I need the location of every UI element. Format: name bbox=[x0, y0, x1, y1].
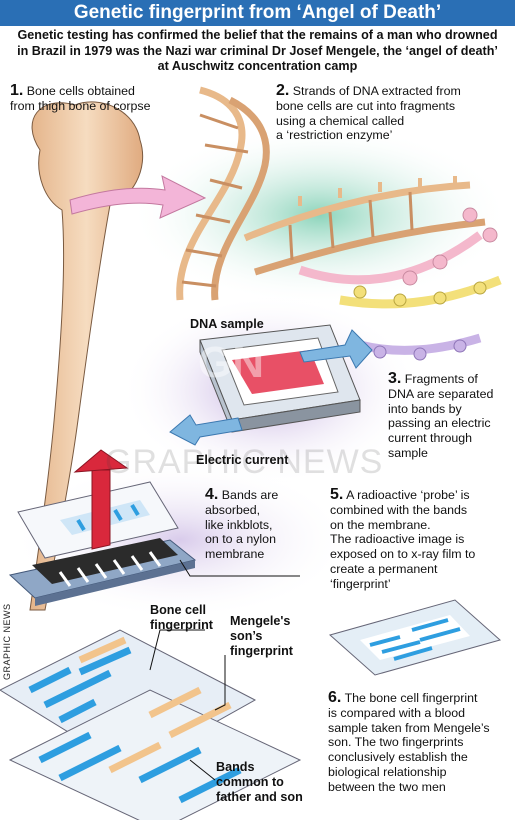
step-6-line-5: conclusively establish the bbox=[328, 750, 468, 765]
bands-label-line-1: Bands bbox=[216, 760, 255, 774]
step-3-line-2: DNA are separated bbox=[388, 386, 494, 401]
dna-fragments bbox=[298, 207, 502, 361]
step-6-number: 6. bbox=[328, 689, 342, 706]
step-3-line-1: Fragments of bbox=[404, 372, 478, 386]
step-5-line-1: A radioactive ‘probe’ is bbox=[346, 488, 470, 502]
step-2-line-1: Strands of DNA extracted from bbox=[292, 84, 461, 98]
step-4-line-3: like inkblots, bbox=[205, 517, 273, 532]
step-3-number: 3. bbox=[388, 370, 402, 387]
step-6-line-7: between the two men bbox=[328, 779, 446, 794]
extraction-arrow bbox=[69, 175, 207, 219]
bone-cell-fingerprint-label: Bone cell fingerprint bbox=[150, 603, 213, 633]
step-4-line-4: on to a nylon bbox=[205, 532, 276, 547]
credit: GRAPHIC NEWS bbox=[2, 603, 12, 680]
step-2-number: 2. bbox=[276, 82, 290, 99]
fingerprint-comparison bbox=[0, 629, 302, 820]
bands-label-line-2: common to bbox=[216, 775, 284, 789]
step-6-line-6: biological relationship bbox=[328, 764, 447, 779]
watermark-logo: GN bbox=[198, 338, 264, 387]
step-2-line-3: using a chemical called bbox=[276, 113, 405, 128]
gel-electrophoresis-box bbox=[169, 324, 373, 446]
bone-cell-label-line-2: fingerprint bbox=[150, 618, 213, 632]
step-5-line-7: ‘fingerprint’ bbox=[330, 576, 391, 591]
dna-helix bbox=[176, 86, 486, 301]
step-2-line-4: a ‘restriction enzyme’ bbox=[276, 128, 393, 143]
son-fingerprint-label: Mengele's son’s fingerprint bbox=[230, 614, 293, 659]
step-4: 4. Bands are absorbed, like inkblots, on… bbox=[205, 486, 320, 562]
bands-label-line-3: father and son bbox=[216, 790, 303, 804]
step-2: 2. Strands of DNA extracted from bone ce… bbox=[276, 82, 511, 143]
dna-glow bbox=[130, 125, 510, 305]
step-5-number: 5. bbox=[330, 486, 344, 503]
step-1-line-2: from thigh bone of corpse bbox=[10, 98, 151, 113]
step-6-line-2: is compared with a blood bbox=[328, 705, 466, 720]
leader-lines bbox=[149, 559, 300, 781]
step-3-line-3: into bands by bbox=[388, 401, 462, 416]
step-5-line-6: create a permanent bbox=[330, 561, 438, 576]
intro-text: Genetic testing has confirmed the belief… bbox=[17, 28, 498, 73]
step-2-line-2: bone cells are cut into fragments bbox=[276, 98, 456, 113]
electric-current-label: Electric current bbox=[196, 453, 289, 467]
step-4-line-5: membrane bbox=[205, 547, 265, 562]
step-6-line-4: son. The two fingerprints bbox=[328, 735, 464, 750]
membrane-stack bbox=[8, 449, 197, 606]
bone-cell-label-line-1: Bone cell bbox=[150, 603, 206, 617]
thigh-bone bbox=[29, 101, 144, 611]
step-6: 6. The bone cell fingerprint is compared… bbox=[328, 689, 513, 795]
step-1: 1. Bone cells obtained from thigh bone o… bbox=[10, 82, 210, 114]
step-4-number: 4. bbox=[205, 486, 219, 503]
page-title: Genetic fingerprint from ‘Angel of Death… bbox=[0, 0, 515, 26]
step-1-number: 1. bbox=[10, 82, 24, 99]
xray-film bbox=[328, 599, 502, 676]
son-label-line-3: fingerprint bbox=[230, 644, 293, 658]
watermark: GRAPHIC NEWS bbox=[105, 443, 384, 481]
step-3: 3. Fragments of DNA are separated into b… bbox=[388, 370, 513, 461]
step-5-line-4: The radioactive image is bbox=[330, 532, 465, 547]
step-6-line-1: The bone cell fingerprint bbox=[344, 691, 478, 705]
step-5-line-5: exposed on to x-ray film to bbox=[330, 547, 476, 562]
step-6-line-3: sample taken from Mengele’s bbox=[328, 720, 490, 735]
dna-sample-label: DNA sample bbox=[190, 317, 264, 331]
step-3-line-4: passing an electric bbox=[388, 416, 491, 431]
step-1-line-1: Bone cells obtained bbox=[26, 84, 135, 98]
step-5-line-3: on the membrane. bbox=[330, 517, 431, 532]
step-4-line-2: absorbed, bbox=[205, 502, 261, 517]
step-3-line-6: sample bbox=[388, 445, 428, 460]
bands-common-label: Bands common to father and son bbox=[216, 760, 303, 805]
step-3-line-5: current through bbox=[388, 431, 473, 446]
son-label-line-2: son’s bbox=[230, 629, 263, 643]
son-label-line-1: Mengele's bbox=[230, 614, 291, 628]
step-5-line-2: combined with the bands bbox=[330, 502, 468, 517]
step-4-line-1: Bands are bbox=[221, 488, 279, 502]
step-5: 5. A radioactive ‘probe’ is combined wit… bbox=[330, 486, 512, 592]
